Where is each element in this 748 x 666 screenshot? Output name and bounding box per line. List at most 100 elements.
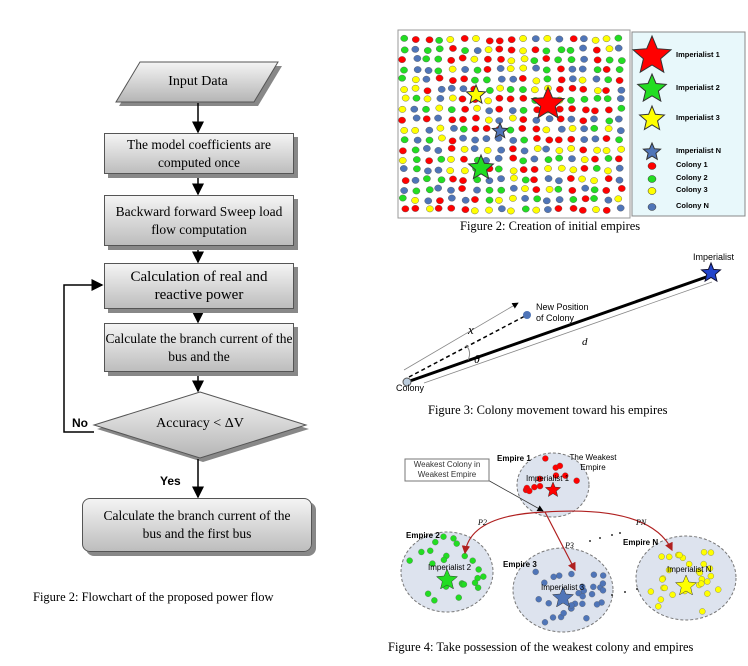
colony-dot: [473, 104, 481, 112]
figure2-initial-empires: [397, 29, 746, 219]
colony-dot: [424, 67, 433, 74]
colony-dot: [588, 590, 596, 598]
p3-label: P3: [565, 541, 574, 550]
colony-dot: [401, 94, 410, 102]
colony-dot: [448, 137, 457, 145]
imperialist-star: [674, 574, 698, 596]
colony-dot: [615, 136, 623, 144]
colony-dot: [401, 205, 410, 213]
colony-dot: [474, 584, 482, 591]
colony-dot: [580, 136, 589, 143]
colony-dot: [715, 586, 722, 593]
colony-dot: [461, 196, 470, 204]
colony-dot: [530, 176, 538, 184]
colony-dot: [413, 136, 422, 144]
imperialistN-label: Imperialist N: [667, 565, 712, 574]
colony-dot: [496, 65, 505, 72]
colony-dot: [448, 116, 457, 124]
colony-dot: [541, 619, 549, 626]
colony-dot: [532, 77, 541, 85]
theta-label: θ: [474, 352, 480, 366]
colony-dot: [509, 75, 518, 83]
legend-label: Imperialist 1: [676, 50, 720, 59]
legend-label: Colony N: [676, 201, 709, 210]
colony-dot: [700, 549, 708, 556]
weakest-empire-label: The Weakest Empire: [569, 453, 617, 472]
colony-dot: [455, 594, 462, 601]
colony-dot: [521, 205, 530, 213]
colony-dot: [532, 116, 541, 124]
colony-dot: [604, 155, 613, 162]
colony-dot: [580, 95, 589, 103]
colony-dot: [423, 87, 432, 95]
colony-dot: [590, 186, 599, 194]
input-parallelogram: [115, 61, 279, 103]
colony-dot: [552, 472, 560, 479]
colony-dot: [508, 107, 517, 115]
legend-dot-icon: [647, 187, 657, 195]
imperialist-star: [551, 586, 575, 608]
colony-dot: [615, 115, 623, 123]
colony-dot: [485, 37, 494, 45]
colony-dot: [555, 177, 563, 185]
legend-star-icon: [631, 34, 673, 74]
colony-dot: [412, 94, 421, 102]
colony-dot: [423, 175, 431, 183]
colony-dot: [510, 174, 518, 182]
colony-dot: [580, 35, 588, 43]
colony-dot: [435, 45, 444, 53]
colony-dot: [399, 165, 408, 172]
colony-dot: [506, 65, 515, 73]
colony-dot: [497, 75, 506, 83]
colony-dot: [507, 46, 516, 54]
colony-dot: [567, 115, 576, 123]
colony-dot: [530, 57, 539, 65]
colony-dot: [449, 94, 457, 102]
colony-dot: [594, 87, 602, 95]
colony-dot: [569, 196, 578, 203]
colony-dot: [521, 195, 529, 202]
colony-dot: [591, 36, 600, 44]
colony-dot: [590, 571, 598, 578]
colony-dot: [590, 583, 597, 591]
colony-dot: [542, 55, 551, 62]
imperialist-3-star: [465, 83, 487, 105]
colony-dot: [614, 34, 623, 42]
colony-dot: [558, 125, 566, 133]
colony-dot: [617, 145, 625, 153]
colony-dot: [400, 46, 409, 54]
colony-dot: [426, 205, 434, 213]
legend-star-icon: [642, 141, 662, 161]
colony-dot: [555, 196, 564, 204]
colony-dot: [496, 84, 504, 92]
colony-dot: [483, 147, 492, 154]
colony-dot: [544, 156, 553, 164]
colony-dot: [542, 66, 551, 74]
colony-dot: [483, 76, 491, 84]
colony-dot: [472, 114, 480, 122]
colony-dot: [470, 55, 479, 63]
colony-dot: [447, 155, 455, 163]
input-data-label: Input Data: [168, 74, 228, 89]
colony-dot: [554, 205, 563, 212]
imperialist-star: [544, 481, 562, 498]
colony-dot: [602, 206, 611, 214]
colony-dot: [532, 125, 541, 133]
decision-label: Accuracy < ΔV: [156, 416, 244, 431]
colony-dot: [432, 538, 439, 546]
colony-dot: [424, 590, 432, 597]
imperialist-n-star: [491, 121, 509, 139]
imperialist-2-star: [467, 153, 495, 180]
colony-dot: [602, 135, 611, 142]
colony-dot: [556, 85, 564, 93]
colony-dot: [581, 195, 590, 203]
colony-dot: [518, 125, 527, 132]
colony-dot: [531, 483, 538, 491]
colony-dot: [458, 54, 467, 62]
colony-dot: [579, 44, 587, 52]
colony-dot: [471, 579, 479, 586]
colony-dot: [447, 106, 456, 114]
colony-dot: [676, 551, 683, 559]
colony-dot: [685, 560, 693, 568]
colony-dot: [509, 154, 517, 162]
